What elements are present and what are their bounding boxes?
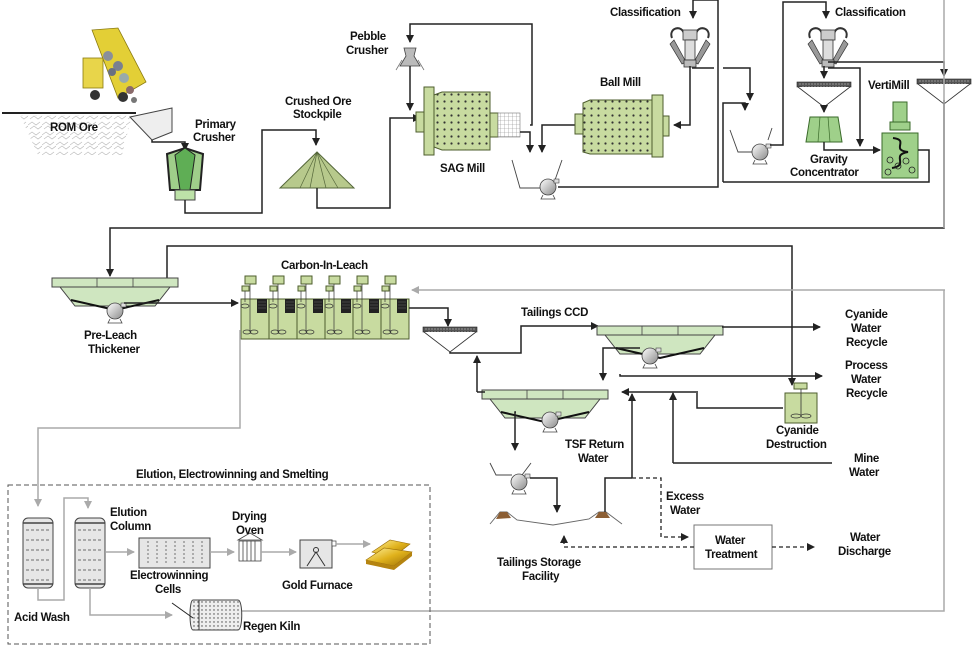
label-water-discharge-2: Discharge: [838, 546, 891, 558]
label-cn-water-1: Cyanide: [845, 309, 888, 321]
slurry-pump-icon: [641, 347, 662, 369]
label-primary-crusher-1: Primary: [195, 119, 237, 131]
carbon-in-leach-tanks: [240, 275, 410, 340]
cyanide-destruction-tank: [784, 382, 818, 424]
label-excess-water-1: Excess: [666, 491, 704, 503]
label-mine-water-2: Water: [849, 467, 880, 479]
label-mine-water-1: Mine: [854, 453, 879, 465]
label-pre-leach-2: Thickener: [88, 344, 140, 356]
label-cil: Carbon-In-Leach: [281, 260, 368, 272]
label-pre-leach-1: Pre-Leach: [84, 330, 137, 342]
label-gravity-1: Gravity: [810, 154, 848, 166]
label-vertimill: VertiMill: [868, 80, 910, 92]
label-drying-1: Drying: [232, 511, 267, 523]
label-tsf-return-1: TSF Return: [565, 439, 624, 451]
label-tailings-ccd: Tailings CCD: [521, 307, 588, 319]
label-cyanide-destr-1: Cyanide: [776, 425, 819, 437]
label-rom-ore: ROM Ore: [50, 122, 98, 134]
gold-bars-icon: [365, 539, 413, 570]
pebble-crusher: [395, 47, 425, 71]
label-pebble-crusher-1: Pebble: [350, 31, 386, 43]
feed-hopper: [129, 107, 173, 141]
elution-group-box: [7, 484, 431, 645]
crushed-ore-stockpile: [278, 151, 356, 189]
elution-column: [74, 517, 106, 589]
label-water-treatment-2: Treatment: [705, 549, 758, 561]
label-excess-water-2: Water: [670, 505, 701, 517]
label-stockpile-1: Crushed Ore: [285, 96, 351, 108]
dump-truck-icon: [82, 27, 147, 103]
carbon-safety-screen: [422, 326, 478, 353]
hydrocyclone-icon: [669, 27, 711, 68]
label-classification-1: Classification: [610, 7, 681, 19]
label-cn-water-2: Water: [851, 323, 882, 335]
label-drying-2: Oven: [236, 525, 264, 537]
label-pebble-crusher-2: Crusher: [346, 45, 389, 57]
label-acid-wash: Acid Wash: [14, 612, 70, 624]
regen-kiln: [189, 599, 243, 631]
label-water-discharge-1: Water: [850, 532, 881, 544]
label-tsf-2: Facility: [522, 571, 560, 583]
label-tsf-return-2: Water: [578, 453, 609, 465]
label-regen-kiln: Regen Kiln: [243, 621, 300, 633]
label-cn-water-3: Recycle: [846, 337, 887, 349]
slurry-pump-icon: [751, 143, 772, 165]
gold-furnace: [299, 539, 337, 569]
rom-ore-pit: [20, 115, 132, 155]
label-elution-col-1: Elution: [110, 507, 147, 519]
hydrocyclone-icon: [807, 27, 849, 68]
label-primary-crusher-2: Crusher: [193, 132, 236, 144]
label-gravity-2: Concentrator: [790, 167, 859, 179]
label-water-treatment-1: Water: [715, 535, 746, 547]
slurry-pump-icon: [539, 178, 560, 200]
acid-wash-column: [22, 517, 54, 589]
label-proc-water-1: Process: [845, 360, 888, 372]
label-ew-2: Cells: [155, 584, 181, 596]
label-sag-mill: SAG Mill: [440, 163, 485, 175]
vertimill: [881, 101, 919, 179]
label-elution-group: Elution, Electrowinning and Smelting: [136, 469, 329, 481]
primary-crusher: [165, 146, 205, 201]
tailings-ccd-thickener-1: [596, 325, 724, 359]
sag-mill: [415, 86, 521, 156]
gravity-concentrator: [805, 116, 843, 143]
label-elution-col-2: Column: [110, 521, 151, 533]
label-ew-1: Electrowinning: [130, 570, 208, 582]
ball-mill: [574, 94, 670, 158]
slurry-pump-icon: [510, 473, 531, 495]
electrowinning-cells: [138, 537, 211, 569]
slurry-pump-icon: [106, 302, 127, 324]
drying-oven: [236, 532, 264, 562]
water-treatment-box: [693, 524, 773, 570]
label-gold-furnace: Gold Furnace: [282, 580, 353, 592]
label-stockpile-2: Stockpile: [293, 109, 341, 121]
label-tsf-1: Tailings Storage: [497, 557, 581, 569]
label-proc-water-3: Recycle: [846, 388, 887, 400]
label-ball-mill: Ball Mill: [600, 77, 641, 89]
slurry-pump-icon: [541, 411, 562, 433]
label-classification-2: Classification: [835, 7, 906, 19]
label-proc-water-2: Water: [851, 374, 882, 386]
gravity-screen: [796, 81, 852, 108]
label-cyanide-destr-2: Destruction: [766, 439, 827, 451]
